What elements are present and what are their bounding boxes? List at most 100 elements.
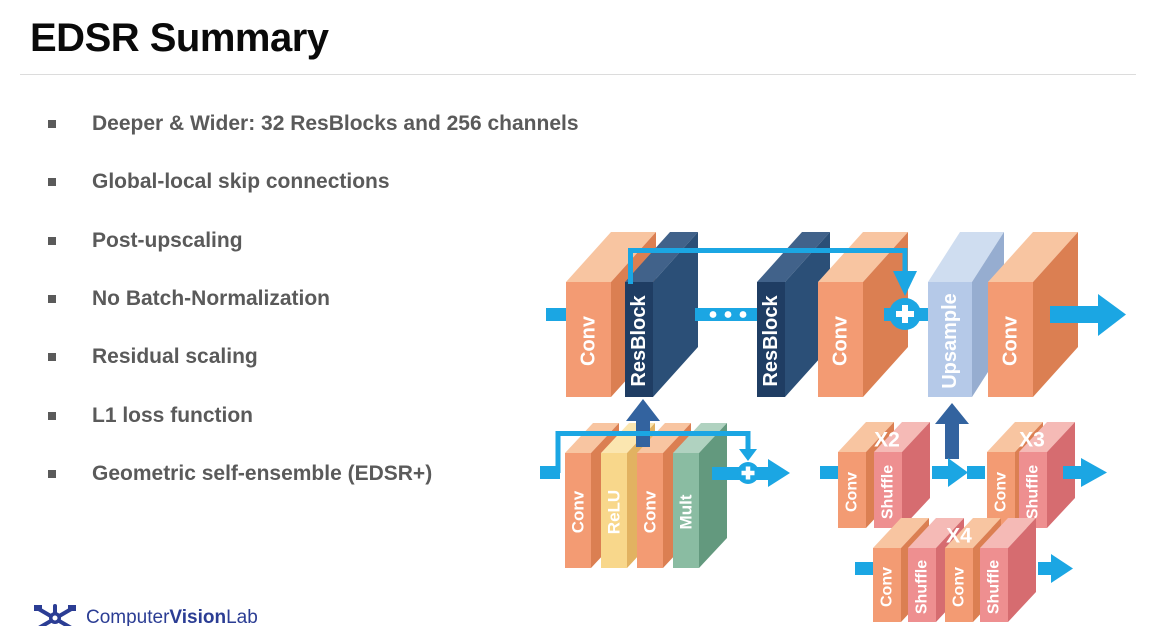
logo-word-lab: Lab (226, 607, 258, 626)
bullet-list: Deeper & Wider: 32 ResBlocks and 256 cha… (48, 95, 579, 503)
block-label: Shuffle (1025, 465, 1042, 519)
block-front-face (757, 282, 785, 397)
block-top-face (818, 232, 908, 282)
bullet-text: Global-local skip connections (92, 170, 390, 194)
block-side-face (1008, 518, 1036, 622)
block-side-face (902, 422, 930, 528)
footer-logo: ComputerVisionLab (32, 603, 258, 626)
bullet-square-icon (48, 295, 56, 304)
block-front-face (838, 452, 866, 528)
block-top-face (838, 422, 894, 452)
block-label: Shuffle (986, 560, 1003, 614)
block-top-face (565, 423, 619, 453)
computer-vision-lab-logo-icon (34, 604, 76, 626)
block-side-face (699, 423, 727, 568)
block-top-face (566, 232, 656, 282)
x2-input-stub (820, 466, 838, 479)
edsr-architecture-diagram: Conv ResBlock ResBlock Conv (540, 232, 1126, 622)
detail-skip-connection-line (555, 431, 751, 473)
footer-logo-text: ComputerVisionLab (86, 607, 258, 626)
bullet-square-icon (48, 120, 56, 129)
block-front-face (625, 282, 653, 397)
bullet-text: Geometric self-ensemble (EDSR+) (92, 461, 433, 485)
block-label: Mult (677, 494, 696, 529)
block-front-face (673, 453, 699, 568)
title-divider (20, 74, 1136, 75)
block-label: Upsample (939, 293, 961, 389)
block-front-face (637, 453, 663, 568)
x3-output-shaft (1063, 466, 1081, 479)
x2-shuffle-block: Shuffle (874, 422, 930, 528)
block-label: Conv (879, 567, 896, 607)
x3-output-arrowhead-icon (1081, 458, 1107, 487)
block-top-face (637, 423, 691, 453)
input-stub-line (546, 308, 566, 321)
block-front-face (928, 282, 972, 397)
x3-label: X3 (1019, 429, 1045, 452)
detail-input-stub (540, 466, 560, 479)
detail-output-arrowhead-icon (768, 459, 790, 487)
block-top-face (908, 518, 964, 548)
block-label: Conv (641, 490, 660, 533)
block-top-face (928, 232, 1004, 282)
block-label: Conv (844, 472, 861, 512)
bullet-text: Residual scaling (92, 345, 258, 369)
x2-output-arrowhead-icon (948, 458, 968, 487)
x4-input-stub (855, 562, 873, 575)
block-front-face (874, 452, 902, 528)
x3-input-stub (967, 466, 985, 479)
resblock-zoom-arrow-icon (626, 399, 660, 447)
x4-arrows (855, 554, 1073, 583)
x4-output-shaft (1038, 562, 1051, 575)
block-front-face (987, 452, 1015, 528)
logo-word-vision: Vision (169, 607, 227, 626)
bullet-square-icon (48, 353, 56, 362)
bullet-item: Deeper & Wider: 32 ResBlocks and 256 cha… (48, 95, 579, 153)
x2-output-shaft (932, 466, 948, 479)
block-front-face (566, 282, 611, 397)
x2-label: X2 (874, 429, 900, 452)
block-top-face (1019, 422, 1075, 452)
detail-mult-block: Mult (673, 423, 727, 568)
block-top-face (673, 423, 727, 453)
bullet-square-icon (48, 469, 56, 478)
bullet-square-icon (48, 178, 56, 187)
block-top-face (945, 518, 1001, 548)
bullet-square-icon (48, 236, 56, 245)
upsample-zoom-arrow-icon (935, 403, 969, 459)
block-front-face (988, 282, 1033, 397)
block-top-face (987, 422, 1043, 452)
block-side-face (653, 232, 698, 397)
bullet-item: Geometric self-ensemble (EDSR+) (48, 445, 579, 503)
block-top-face (873, 518, 929, 548)
detail-skip-arrowhead-icon (739, 449, 757, 461)
plus-glyph (896, 305, 914, 323)
x4-label: X4 (946, 525, 972, 548)
x3-shuffle-block: Shuffle (1019, 422, 1075, 528)
block-label: Conv (993, 472, 1010, 512)
block-label: Conv (569, 490, 588, 533)
x2-arrows (820, 458, 968, 487)
bullet-text: Deeper & Wider: 32 ResBlocks and 256 cha… (92, 112, 579, 136)
global-skip-connection-line (628, 248, 908, 284)
block-label: ResBlock (628, 295, 650, 387)
block-top-face (988, 232, 1078, 282)
x4-output-arrowhead-icon (1051, 554, 1073, 583)
sum-node (884, 298, 928, 330)
block-label: Conv (1000, 315, 1022, 366)
block-front-face (1019, 452, 1047, 528)
bullet-item: Post-upscaling (48, 212, 579, 270)
block-label: Conv (830, 315, 852, 366)
bullet-text: L1 loss function (92, 403, 254, 427)
bullet-item: L1 loss function (48, 386, 579, 444)
bullet-item: No Batch-Normalization (48, 270, 579, 328)
bullet-item: Global-local skip connections (48, 153, 579, 211)
block-label: Conv (951, 567, 968, 607)
block-front-face (601, 453, 627, 568)
output-arrow (1050, 294, 1126, 336)
global-skip-arrowhead-icon (893, 271, 917, 296)
plus-glyph (741, 466, 755, 480)
x4-shuffle-block-2: Shuffle (980, 518, 1036, 622)
bullet-square-icon (48, 411, 56, 420)
